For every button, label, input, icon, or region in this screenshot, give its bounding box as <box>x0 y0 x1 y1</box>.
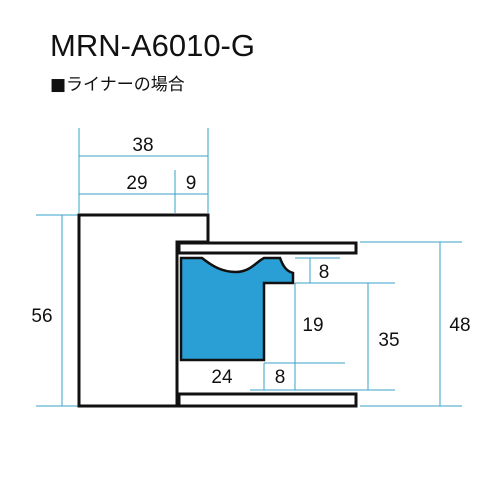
product-title: MRN-A6010-G <box>50 28 255 63</box>
label-liner-depth: 24 <box>211 367 233 388</box>
frame-outline <box>77 213 210 408</box>
bottom-channel-bar <box>177 392 358 408</box>
dimension-lines <box>36 128 462 407</box>
label-height-total: 56 <box>31 306 52 327</box>
label-width-right: 9 <box>186 173 197 194</box>
label-liner-height: 19 <box>302 315 323 336</box>
top-channel-bar <box>177 241 358 255</box>
liner-profile <box>179 256 295 362</box>
label-width-left: 29 <box>126 173 147 194</box>
liner-case-subtitle: ■ライナーの場合 <box>50 75 185 95</box>
label-outer-height: 48 <box>449 315 470 336</box>
label-liner-step: 8 <box>275 367 286 388</box>
label-width-total: 38 <box>132 135 153 156</box>
label-liner-lip: 8 <box>319 262 330 283</box>
label-inner-height: 35 <box>378 330 399 351</box>
